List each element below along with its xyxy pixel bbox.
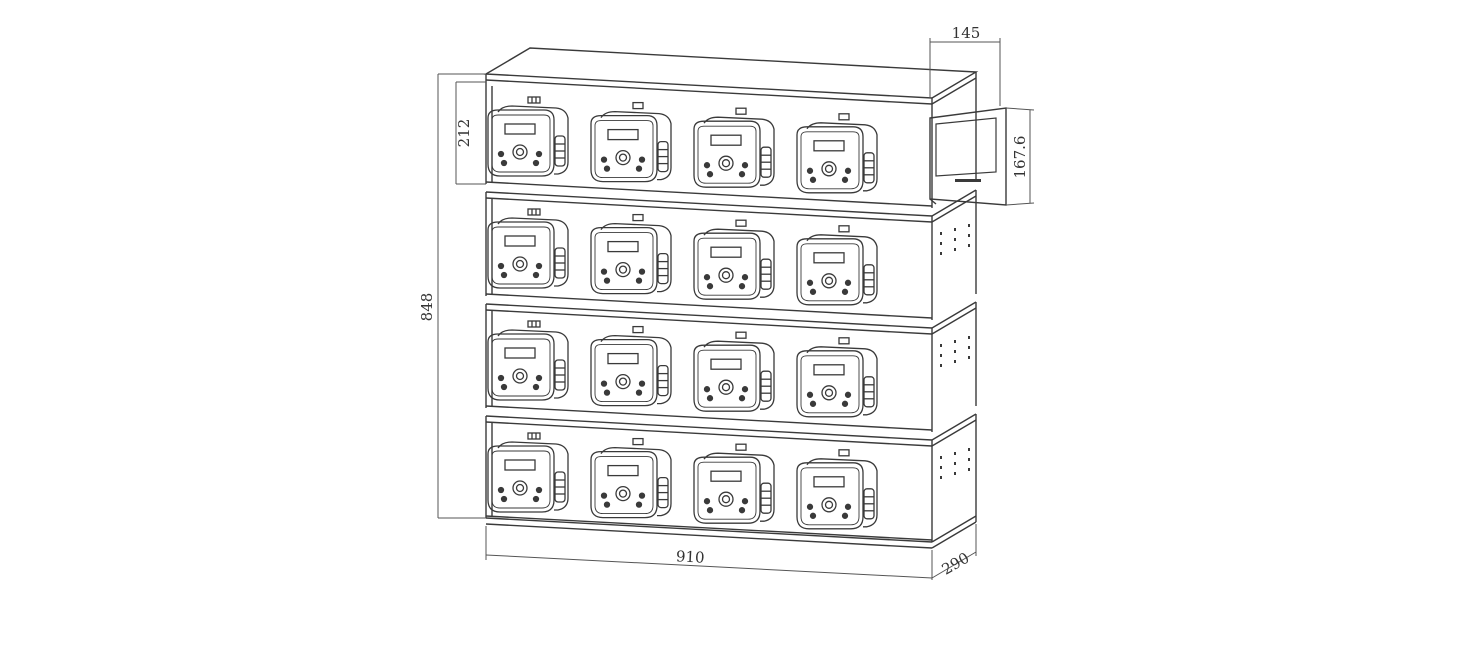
shelf-height-dimension-label: 212	[455, 119, 473, 148]
controller-panel	[929, 107, 1007, 206]
pump-unit	[796, 449, 878, 530]
width-dimension-label: 910	[675, 547, 705, 566]
pump-unit	[693, 331, 775, 412]
pump-unit	[796, 113, 878, 194]
vent-dot	[940, 476, 942, 479]
vent-dot	[954, 472, 956, 475]
pump-unit	[693, 107, 775, 188]
vent-dot	[968, 234, 970, 237]
side-vents	[940, 224, 970, 479]
vent-dot	[968, 448, 970, 451]
vent-dot	[954, 462, 956, 465]
controller-height-dimension-label: 167.6	[1011, 136, 1029, 179]
vent-dot	[954, 238, 956, 241]
vent-dot	[968, 224, 970, 227]
vent-dot	[940, 354, 942, 357]
pump-unit	[487, 208, 569, 289]
vent-dot	[968, 468, 970, 471]
vent-dot	[968, 336, 970, 339]
pump-unit	[796, 337, 878, 418]
height-dimension-label: 848	[418, 293, 436, 322]
vent-dot	[940, 466, 942, 469]
shelf-3	[485, 301, 977, 432]
vent-dot	[940, 344, 942, 347]
vent-dot	[954, 452, 956, 455]
dimension-lines	[437, 38, 1035, 580]
pump-unit	[590, 325, 672, 407]
shelf-1	[485, 78, 977, 208]
vent-dot	[954, 340, 956, 343]
depth-dimension-label: 290	[939, 549, 973, 579]
pump-unit	[590, 437, 672, 519]
vent-dot	[954, 350, 956, 353]
pump-unit	[590, 213, 672, 295]
pump-unit	[590, 101, 672, 183]
vent-dot	[940, 252, 942, 255]
vent-dot	[940, 232, 942, 235]
vent-dot	[940, 242, 942, 245]
rack-base	[485, 515, 977, 549]
vent-dot	[968, 356, 970, 359]
vent-dot	[954, 360, 956, 363]
pump-unit	[693, 443, 775, 524]
vent-dot	[968, 346, 970, 349]
pump-unit	[487, 96, 569, 177]
pump-unit	[487, 432, 569, 513]
pump-array	[487, 96, 878, 530]
rack-lid	[483, 47, 979, 105]
vent-dot	[940, 456, 942, 459]
rack-shelves	[485, 78, 977, 542]
vent-dot	[968, 458, 970, 461]
vent-dot	[940, 364, 942, 367]
vent-dot	[954, 228, 956, 231]
vent-dot	[968, 244, 970, 247]
pump-unit	[487, 320, 569, 401]
pump-unit	[796, 225, 878, 306]
vent-dot	[954, 248, 956, 251]
pump-unit	[693, 219, 775, 300]
shelf-2	[485, 189, 977, 320]
shelf-4	[485, 413, 977, 542]
controller-width-dimension-label: 145	[952, 24, 981, 42]
